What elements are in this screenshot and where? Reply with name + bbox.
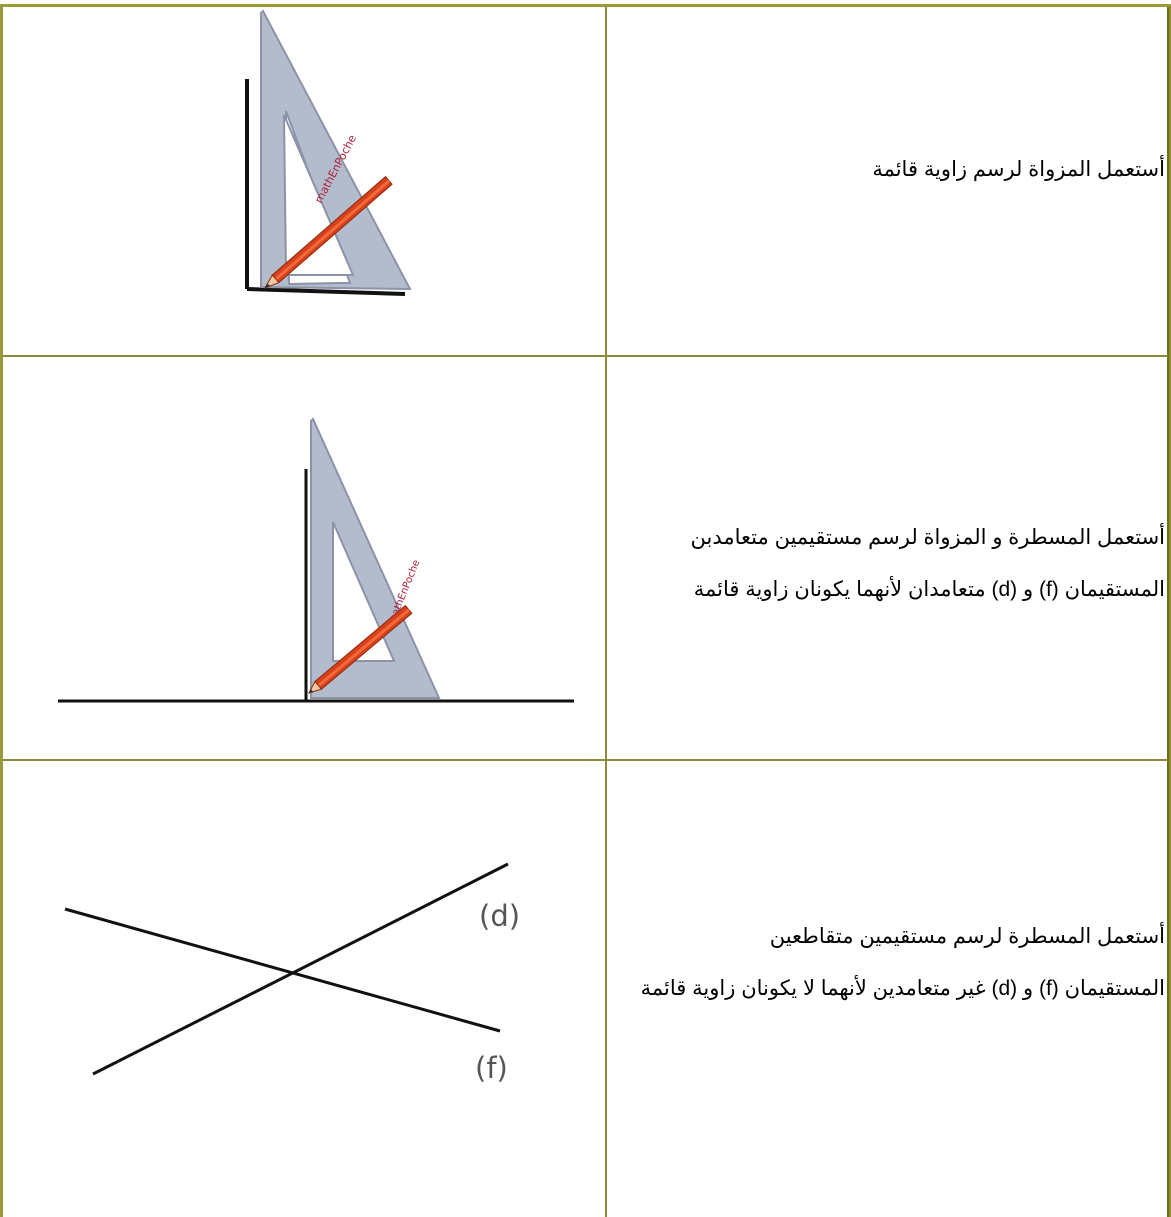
instruction-text: أستعمل المزواة لرسم زاوية قائمة [607,157,1167,183]
explanation-line: المستقيمان (f) و (d) غير متعامدين لأنهما… [640,977,1165,1000]
pencil [263,175,393,289]
intersecting-lines-figure: (d) (f) [64,862,520,1085]
instruction-line: أستعمل المسطرة لرسم مستقيمين متقاطعين [769,925,1165,948]
figure-cell: (d) (f) [3,761,607,1217]
figure-cell: mathEnPoche [3,7,607,357]
figure-cell: mathEnPoche [3,357,607,761]
instruction-text: أستعمل المسطرة لرسم مستقيمين متقاطعين ال… [607,924,1167,1002]
set-square-hole [332,521,396,662]
text-cell: أستعمل المزواة لرسم زاوية قائمة [607,7,1169,357]
explanation-line: المستقيمان (f) و (d) متعامدان لأنهما يكو… [693,578,1165,601]
text-cell: أستعمل المسطرة و المزواة لرسم مستقيمين م… [607,357,1169,761]
instruction-line: أستعمل المزواة لرسم زاوية قائمة [872,158,1165,181]
table-row: (d) (f) أستعمل المسطرة لرسم مستقيمين متق… [3,761,1169,1217]
line-d [92,862,509,1076]
line-f-label: (f) [475,1051,508,1085]
horizontal-line [246,287,406,296]
text-cell: أستعمل المسطرة لرسم مستقيمين متقاطعين ال… [607,761,1169,1217]
perpendicular-lines-figure: mathEnPoche [58,417,574,703]
set-square-right-angle-figure: mathEnPoche [245,9,412,296]
table-row: mathEnPoche أستعمل المزواة لرسم زاوية قا… [3,7,1169,357]
line-d-label: (d) [479,899,520,933]
table-row: mathEnPoche أستعمل المسطرة و المزواة لرس… [3,357,1169,761]
pencil [308,604,413,694]
instruction-line: أستعمل المسطرة و المزواة لرسم مستقيمين م… [690,526,1165,549]
instruction-text: أستعمل المسطرة و المزواة لرسم مستقيمين م… [607,525,1167,603]
line-f [64,907,501,1033]
lesson-table: mathEnPoche أستعمل المزواة لرسم زاوية قا… [0,4,1171,1217]
set-square-hole [283,114,355,276]
